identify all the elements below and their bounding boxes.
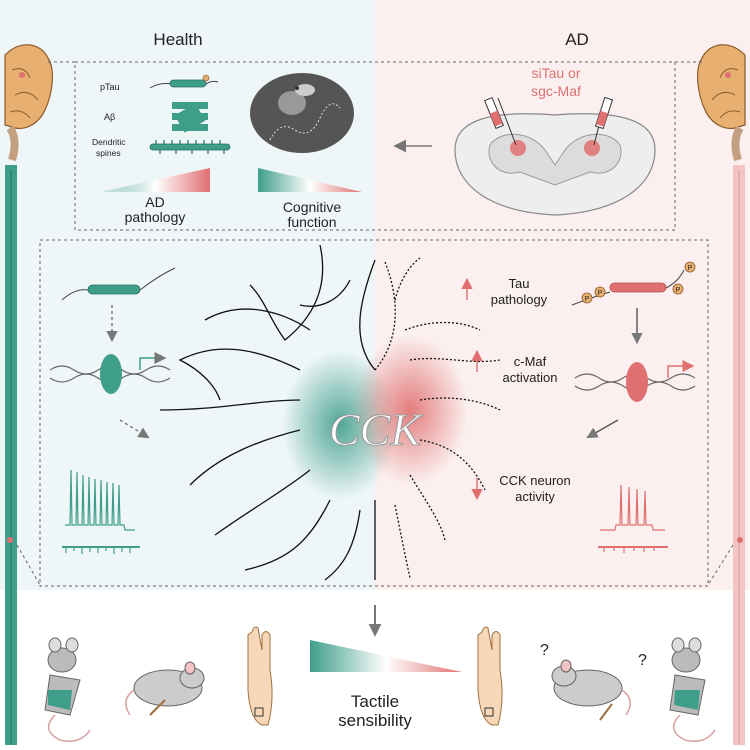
intervention-line1: siTau or (531, 65, 580, 81)
syringe-right-icon (593, 96, 614, 146)
top-panel-frame (74, 61, 676, 231)
hand-right-icon (477, 626, 503, 726)
phospho-site-2: P (672, 283, 684, 295)
dendritic-spines-icon (149, 140, 231, 154)
right-brain-icon (696, 44, 746, 162)
ad-pathology-line2: pathology (125, 209, 186, 225)
cognitive-function-gradient (258, 168, 362, 192)
abeta-plaque-icon (172, 102, 208, 133)
phospho-site-3: P (594, 286, 606, 298)
question-mark-2: ? (638, 652, 647, 669)
right-tau-chain-icon (571, 269, 685, 306)
healthy-neuron-icon (159, 244, 376, 581)
right-arrow-diag (586, 419, 619, 439)
cck-activity-line2: activity (515, 489, 555, 504)
spinal-cord-section-icon (454, 113, 656, 216)
left-arrow-diag (119, 419, 150, 439)
cck-glow-red (352, 335, 468, 485)
cmaf-line2: activation (503, 370, 558, 385)
left-tau-chain-icon (61, 267, 176, 301)
tactile-gradient (310, 640, 462, 672)
syringe-left-icon (484, 96, 517, 146)
right-transcription-arrow (667, 360, 695, 378)
ad-pathology-gradient (100, 168, 210, 192)
tau-line1: Tau (509, 276, 530, 291)
middle-panel-frame (39, 239, 709, 587)
right-firing-trace (598, 484, 668, 553)
left-transcription-arrow (139, 352, 167, 370)
crawling-mouse-right-icon (551, 659, 631, 721)
right-spine-marker (737, 537, 743, 543)
middle-connector-right (707, 544, 734, 586)
ptau-chain-icon (149, 74, 219, 89)
ad-pathology-line1: AD (145, 194, 164, 210)
ad-neuron-icon (374, 257, 501, 579)
left-cmaf-protein (100, 354, 122, 394)
phospho-site-1: P (684, 261, 696, 273)
crawling-mouse-left-icon (125, 661, 205, 716)
left-spine-marker (7, 537, 13, 543)
svg-text:P: P (585, 296, 590, 303)
cck-label: CCK (329, 404, 423, 455)
cck-activity-line1: CCK neuron (499, 473, 571, 488)
middle-connector-left (16, 544, 41, 586)
ad-title: AD (565, 30, 589, 49)
dendritic-label-1: Dendritic (92, 137, 126, 147)
ptau-label: pTau (100, 82, 120, 92)
tactile-line1: Tactile (351, 692, 399, 711)
left-brain-icon (4, 44, 54, 162)
cognitive-line1: Cognitive (283, 199, 342, 215)
right-cmaf-protein (626, 362, 648, 402)
svg-text:P: P (598, 290, 603, 297)
intervention-line2: sgc-Maf (531, 83, 581, 99)
abeta-label: Aβ (104, 112, 115, 122)
svg-text:P: P (676, 287, 681, 294)
standing-mouse-left-icon (44, 637, 91, 742)
question-mark-1: ? (540, 642, 549, 659)
left-firing-trace (62, 469, 140, 554)
tau-line2: pathology (491, 292, 548, 307)
tactile-line2: sensibility (338, 711, 412, 730)
svg-text:P: P (688, 265, 693, 272)
dendritic-label-2: spines (96, 148, 121, 158)
cmaf-line1: c-Maf (514, 354, 547, 369)
maze-arena-icon (250, 73, 354, 153)
standing-mouse-right-icon (669, 637, 716, 742)
hand-left-icon (247, 626, 273, 726)
health-title: Health (153, 30, 202, 49)
phospho-site-4: P (581, 292, 593, 304)
cognitive-line2: function (287, 214, 336, 230)
